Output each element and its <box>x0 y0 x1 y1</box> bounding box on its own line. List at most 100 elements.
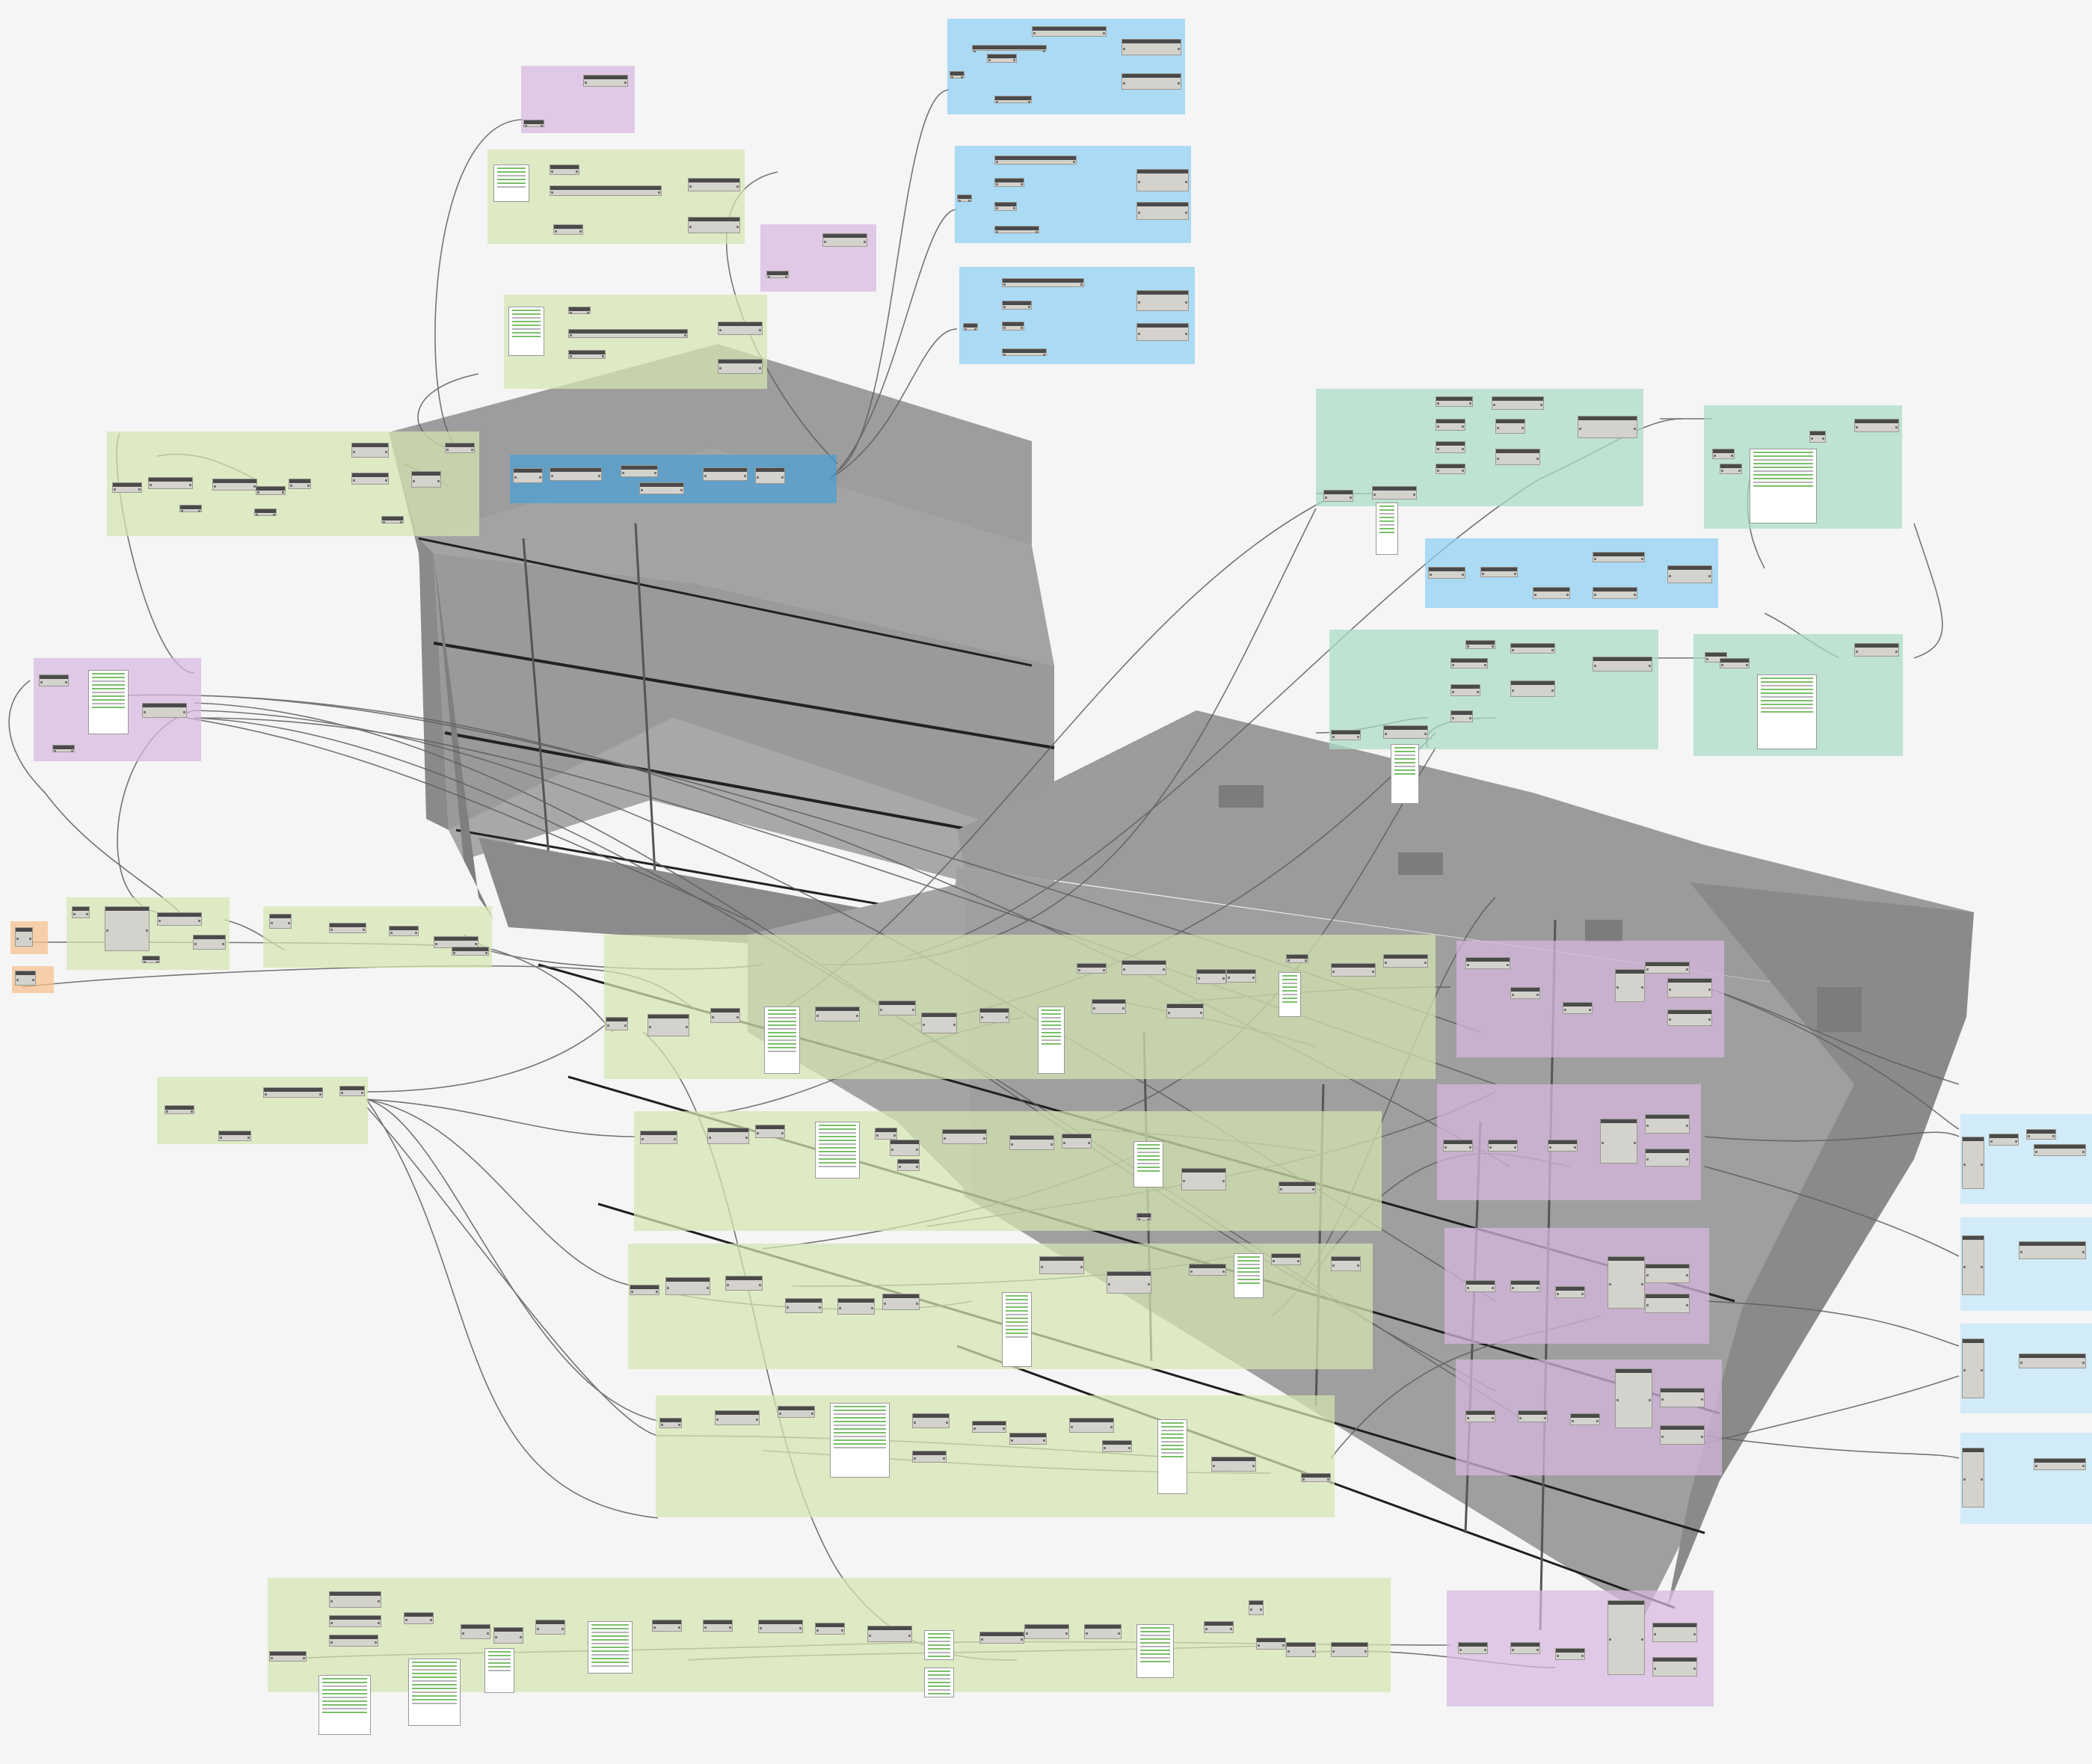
input-port[interactable] <box>1325 497 1327 499</box>
input-port[interactable] <box>1654 1633 1656 1635</box>
input-port[interactable] <box>1493 404 1495 406</box>
graph-node[interactable] <box>550 185 662 196</box>
graph-node-header[interactable] <box>1103 1441 1131 1445</box>
output-port[interactable] <box>471 449 473 451</box>
output-port[interactable] <box>1649 1399 1651 1401</box>
input-port[interactable] <box>1138 181 1140 183</box>
graph-node-header[interactable] <box>1077 964 1106 968</box>
output-port[interactable] <box>189 484 191 486</box>
graph-node-header[interactable] <box>1720 659 1749 663</box>
graph-node[interactable] <box>1271 1253 1301 1265</box>
output-port[interactable] <box>961 76 963 79</box>
output-port[interactable] <box>916 1149 918 1151</box>
graph-node-header[interactable] <box>641 1131 677 1135</box>
graph-node[interactable] <box>1593 587 1637 599</box>
input-port[interactable] <box>1385 962 1387 964</box>
graph-node-header[interactable] <box>1429 568 1465 571</box>
graph-node-header[interactable] <box>1033 27 1106 31</box>
graph-node[interactable] <box>1009 1135 1054 1150</box>
graph-node[interactable] <box>1428 567 1465 579</box>
graph-node[interactable] <box>1122 39 1181 55</box>
graph-node[interactable] <box>703 1620 733 1632</box>
output-port[interactable] <box>191 1110 193 1113</box>
graph-node-header[interactable] <box>726 1276 762 1280</box>
graph-node[interactable] <box>212 479 257 491</box>
watch-node[interactable] <box>319 1675 371 1735</box>
input-port[interactable] <box>271 1657 273 1659</box>
output-port[interactable] <box>1065 1632 1068 1635</box>
input-port[interactable] <box>265 1093 267 1095</box>
input-port[interactable] <box>1646 1304 1649 1306</box>
output-port[interactable] <box>303 1657 305 1659</box>
input-port[interactable] <box>1856 651 1858 653</box>
output-port[interactable] <box>1148 1283 1150 1285</box>
input-port[interactable] <box>1332 1650 1335 1653</box>
output-port[interactable] <box>86 913 88 915</box>
graph-node-header[interactable] <box>2019 1354 2085 1358</box>
input-port[interactable] <box>1482 573 1484 575</box>
graph-node-header[interactable] <box>390 926 418 930</box>
output-port[interactable] <box>1536 458 1539 460</box>
graph-node[interactable] <box>411 471 441 488</box>
output-port[interactable] <box>1536 994 1539 996</box>
graph-node-header[interactable] <box>434 937 478 941</box>
input-port[interactable] <box>405 1619 407 1621</box>
input-port[interactable] <box>1609 1638 1611 1641</box>
graph-node-header[interactable] <box>16 971 35 975</box>
input-port[interactable] <box>1721 664 1723 666</box>
input-port[interactable] <box>1385 733 1387 735</box>
graph-node[interactable] <box>994 96 1032 103</box>
graph-node[interactable] <box>1510 987 1540 999</box>
graph-node[interactable] <box>950 71 965 79</box>
output-port[interactable] <box>744 475 746 477</box>
input-port[interactable] <box>551 191 553 194</box>
graph-node-header[interactable] <box>995 96 1031 100</box>
output-port[interactable] <box>539 476 541 479</box>
output-port[interactable] <box>864 241 866 243</box>
graph-node-header[interactable] <box>330 1635 378 1639</box>
input-port[interactable] <box>290 485 292 487</box>
graph-node[interactable] <box>1495 449 1540 465</box>
output-port[interactable] <box>1185 181 1187 183</box>
graph-node-header[interactable] <box>1646 1115 1689 1119</box>
output-port[interactable] <box>415 932 417 934</box>
graph-node[interactable] <box>957 194 972 202</box>
graph-node-header[interactable] <box>1556 1649 1584 1653</box>
graph-node-header[interactable] <box>1167 1004 1203 1008</box>
input-port[interactable] <box>1452 664 1454 666</box>
graph-node-header[interactable] <box>53 746 74 749</box>
graph-node[interactable] <box>2034 1144 2086 1156</box>
graph-node[interactable] <box>1211 1457 1256 1472</box>
watch-node[interactable] <box>924 1668 954 1697</box>
output-port[interactable] <box>1372 971 1374 973</box>
input-port[interactable] <box>1646 1158 1649 1161</box>
graph-node-header[interactable] <box>868 1626 911 1630</box>
graph-node-header[interactable] <box>1810 431 1825 435</box>
output-port[interactable] <box>1128 1447 1130 1449</box>
output-port[interactable] <box>485 952 487 954</box>
input-port[interactable] <box>1123 48 1125 50</box>
node-group-green[interactable] <box>604 935 1436 1079</box>
input-port[interactable] <box>1811 437 1813 440</box>
graph-node-header[interactable] <box>550 165 579 169</box>
input-port[interactable] <box>1302 1478 1305 1481</box>
input-port[interactable] <box>1467 1417 1469 1419</box>
graph-node-header[interactable] <box>1122 961 1166 965</box>
input-port[interactable] <box>570 312 572 314</box>
graph-node[interactable] <box>1660 1425 1705 1445</box>
graph-node[interactable] <box>1488 1140 1518 1152</box>
output-port[interactable] <box>1686 1274 1688 1276</box>
output-port[interactable] <box>587 312 589 314</box>
graph-node[interactable] <box>1563 1002 1593 1014</box>
graph-node-header[interactable] <box>1496 449 1539 453</box>
output-port[interactable] <box>1036 231 1038 233</box>
graph-node[interactable] <box>105 906 150 951</box>
input-port[interactable] <box>1108 1283 1110 1285</box>
graph-node[interactable] <box>72 906 90 918</box>
input-port[interactable] <box>996 183 998 185</box>
graph-node-header[interactable] <box>1661 1426 1704 1430</box>
graph-node[interactable] <box>1615 969 1645 1002</box>
graph-node[interactable] <box>1286 954 1308 963</box>
output-port[interactable] <box>1686 1125 1688 1127</box>
graph-node[interactable] <box>1204 1621 1234 1633</box>
